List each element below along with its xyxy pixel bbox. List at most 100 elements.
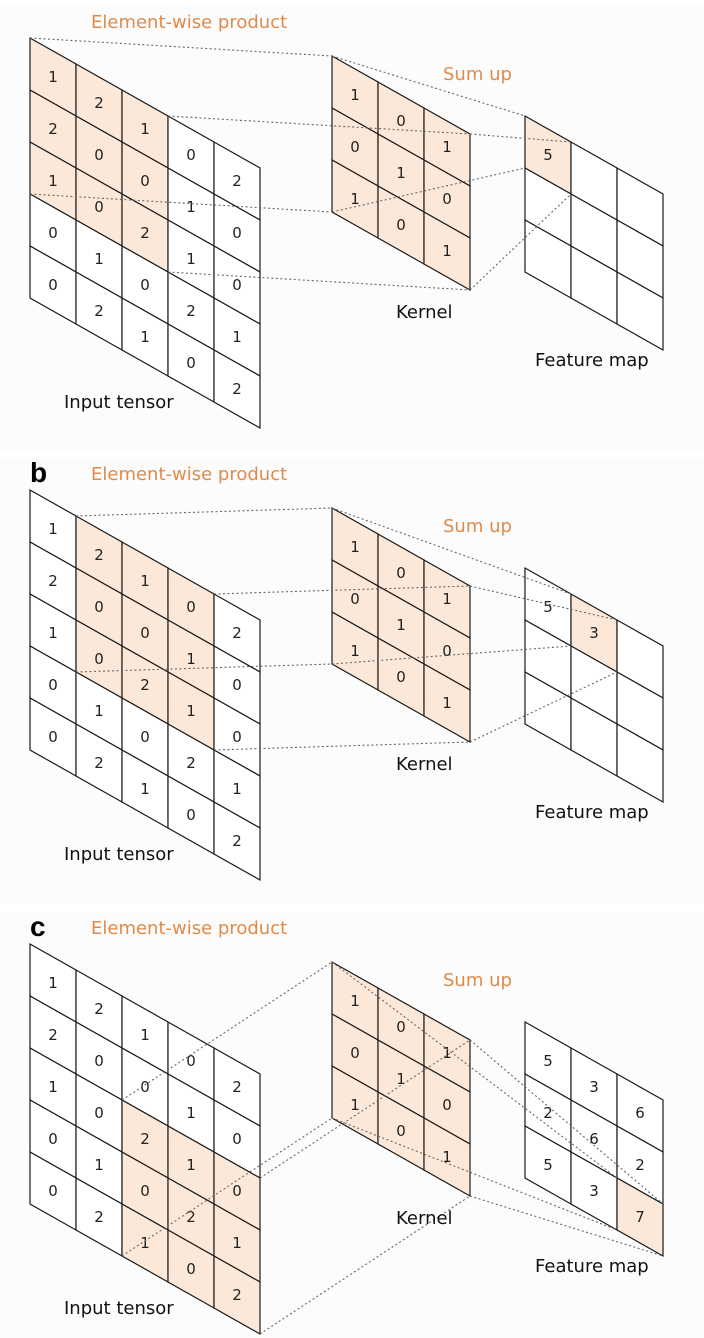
feature-map-value: 7 (635, 1208, 645, 1226)
kernel-label: Kernel (396, 302, 453, 323)
input-tensor-value: 0 (48, 728, 58, 746)
kernel-value: 0 (396, 1018, 406, 1036)
kernel-value: 0 (442, 642, 452, 660)
input-tensor-value: 0 (232, 276, 242, 294)
input-tensor-value: 1 (140, 1234, 150, 1252)
input-tensor-value: 2 (232, 832, 242, 850)
projection-line (121, 961, 333, 1101)
feature-map: 53 (524, 566, 664, 804)
kernel-value: 0 (396, 112, 406, 130)
feature-map-label: Feature map (535, 802, 649, 823)
feature-map-value: 5 (543, 1156, 553, 1174)
input-tensor-value: 0 (48, 276, 58, 294)
kernel-value: 0 (396, 668, 406, 686)
input-tensor-value: 2 (186, 302, 196, 320)
projection-line (259, 1195, 471, 1335)
input-tensor-value: 0 (48, 1130, 58, 1148)
input-tensor-value: 0 (140, 728, 150, 746)
input-tensor-value: 2 (94, 302, 104, 320)
kernel-value: 1 (442, 138, 452, 156)
input-tensor-value: 2 (94, 546, 104, 564)
input-tensor-value: 2 (48, 572, 58, 590)
kernel-value: 0 (350, 1044, 360, 1062)
kernel-value: 0 (396, 564, 406, 582)
elementwise-label: Element-wise product (91, 918, 287, 939)
kernel-value: 1 (350, 1096, 360, 1114)
input-tensor-value: 0 (186, 598, 196, 616)
input-tensor-value: 0 (232, 1182, 242, 1200)
input-tensor-value: 1 (140, 1026, 150, 1044)
kernel-value: 1 (350, 190, 360, 208)
feature-map-value: 6 (589, 1130, 599, 1148)
feature-map-value: 3 (589, 1078, 599, 1096)
projection-line (331, 55, 526, 117)
projection-line (331, 167, 526, 213)
panel-letter: c (30, 911, 46, 942)
input-tensor-value: 0 (94, 1104, 104, 1122)
input-tensor-value: 0 (232, 728, 242, 746)
input-tensor-value: 1 (186, 1104, 196, 1122)
kernel-value: 0 (350, 590, 360, 608)
feature-map-value: 5 (543, 146, 553, 164)
panel: Element-wise product12102200101021001021… (0, 6, 704, 452)
input-tensor-value: 0 (48, 1182, 58, 1200)
input-tensor-value: 0 (186, 1052, 196, 1070)
feature-map-value: 5 (543, 598, 553, 616)
feature-map-cell (616, 270, 664, 352)
kernel-value: 0 (350, 138, 360, 156)
projection-line (213, 585, 471, 595)
kernel-value: 1 (396, 164, 406, 182)
input-tensor-value: 1 (48, 974, 58, 992)
feature-map-cell (616, 1176, 664, 1258)
input-tensor-value: 1 (232, 780, 242, 798)
input-tensor-value: 1 (94, 250, 104, 268)
kernel-value: 1 (442, 694, 452, 712)
input-tensor-label: Input tensor (64, 392, 174, 413)
feature-map-value: 5 (543, 1052, 553, 1070)
elementwise-label: Element-wise product (91, 464, 287, 485)
input-tensor-value: 0 (140, 1078, 150, 1096)
projection-line (331, 1117, 618, 1231)
input-tensor-value: 1 (140, 572, 150, 590)
feature-map-value: 3 (589, 1182, 599, 1200)
input-tensor-value: 1 (94, 702, 104, 720)
sum-up-label: Sum up (443, 64, 512, 85)
input-tensor-value: 1 (94, 1156, 104, 1174)
kernel-value: 0 (396, 1122, 406, 1140)
input-tensor-label: Input tensor (64, 1298, 174, 1319)
input-tensor-value: 0 (48, 676, 58, 694)
input-tensor-value: 0 (140, 172, 150, 190)
input-tensor-value: 1 (140, 120, 150, 138)
input-tensor-value: 0 (232, 1130, 242, 1148)
input-tensor-value: 1 (186, 1156, 196, 1174)
input-tensor-value: 0 (94, 650, 104, 668)
projection-line (213, 741, 471, 751)
input-tensor-value: 2 (232, 1078, 242, 1096)
input-tensor-value: 0 (140, 624, 150, 642)
input-tensor-value: 2 (232, 172, 242, 190)
projection-line (167, 271, 471, 291)
sum-up-label: Sum up (443, 970, 512, 991)
input-tensor-value: 1 (186, 198, 196, 216)
input-tensor-value: 1 (186, 702, 196, 720)
input-tensor-value: 2 (140, 676, 150, 694)
feature-map-value: 2 (635, 1156, 645, 1174)
projection-line (469, 1195, 664, 1257)
projection-line (75, 663, 333, 673)
input-tensor-value: 0 (232, 224, 242, 242)
panel-letter: b (30, 457, 47, 488)
projection-line (259, 1039, 471, 1179)
kernel-value: 1 (350, 538, 360, 556)
input-tensor-value: 0 (94, 146, 104, 164)
input-tensor-value: 2 (232, 1286, 242, 1304)
kernel-label: Kernel (396, 1208, 453, 1229)
projection-line (469, 193, 572, 291)
elementwise-label: Element-wise product (91, 12, 287, 33)
input-tensor-value: 1 (232, 328, 242, 346)
